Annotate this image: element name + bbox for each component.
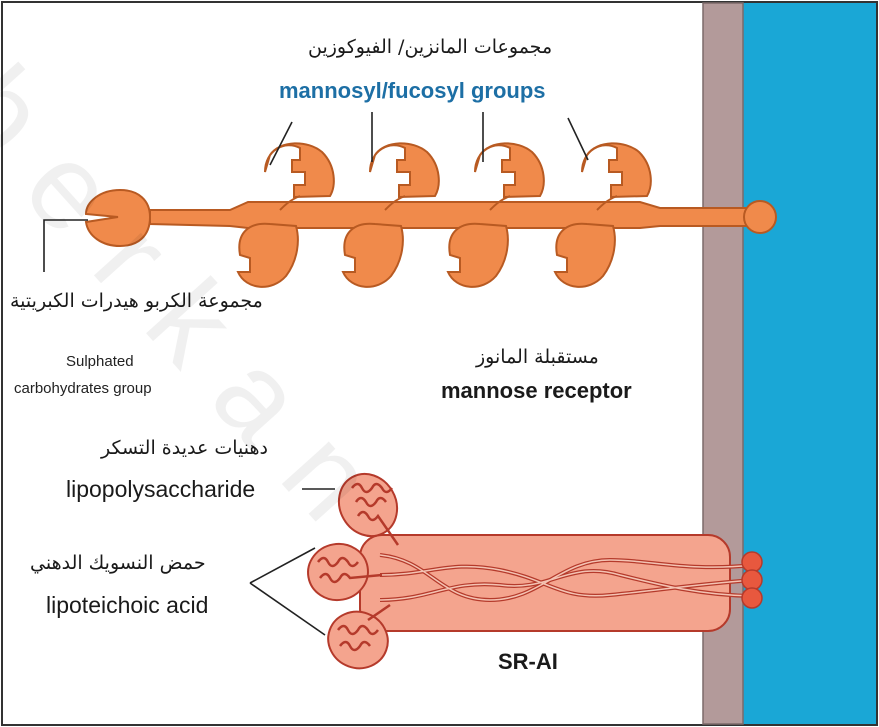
lta-label-en: lipoteichoic acid — [46, 592, 208, 619]
sr-anchor-3 — [742, 588, 762, 608]
mannose-label-en: mannose receptor — [441, 378, 632, 404]
lta-label-ar: حمض النسويك الدهني — [30, 552, 206, 574]
receptor-anchor — [744, 201, 776, 233]
sr-anchor-2 — [742, 570, 762, 590]
mannose-label-ar: مستقبلة المانوز — [476, 346, 599, 368]
lps-label-en: lipopolysaccharide — [66, 476, 255, 503]
sr-ai-label: SR-AI — [498, 649, 558, 675]
sulphated-label-ar: مجموعة الكربو هيدرات الكبريتية — [10, 290, 263, 312]
sulphated-label-en-1: Sulphated — [66, 351, 134, 372]
mannosyl-label-en: mannosyl/fucosyl groups — [279, 78, 546, 104]
sr-anchor-1 — [742, 552, 762, 572]
cell-interior — [742, 3, 876, 724]
lps-label-ar: دهنيات عديدة التسكر — [101, 437, 268, 459]
sulphated-label-en-2: carbohydrates group — [14, 378, 152, 399]
mannosyl-label-ar: مجموعات المانزين/ الفيوكوزين — [308, 36, 552, 58]
